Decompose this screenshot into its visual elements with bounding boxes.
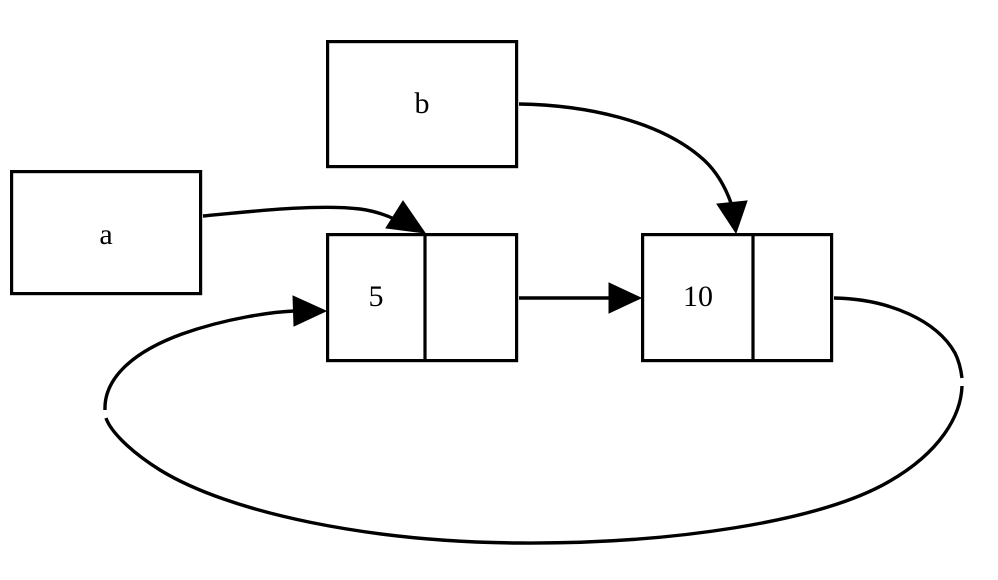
edge-a-to-node5 — [202, 200, 427, 234]
node-node10-value-label: 10 — [683, 280, 713, 313]
edge-node10-to-node5 — [103, 295, 964, 545]
node-b-box[interactable] — [326, 39, 519, 169]
edge-node10-to-node5-path-lower — [104, 385, 964, 545]
edge-b-to-node10-path — [518, 102, 733, 204]
edge-node10-to-node5-arrowhead — [292, 295, 328, 327]
edge-node10-to-node5-path-upper-right — [833, 296, 964, 379]
edge-node10-to-node5-path-upper-left — [103, 309, 295, 411]
edge-b-to-node10 — [518, 102, 748, 235]
node-b[interactable]: b — [326, 39, 519, 169]
edge-a-to-node5-path — [202, 205, 410, 229]
node-node10[interactable]: 10 — [640, 233, 834, 363]
node-node5-value-label: 5 — [369, 280, 384, 313]
node-b-label: b — [415, 87, 430, 120]
node-node5-box[interactable] — [326, 233, 519, 363]
node-node5[interactable]: 5 — [326, 233, 519, 363]
edge-node5-to-node10 — [519, 282, 643, 314]
edge-b-to-node10-arrowhead — [716, 200, 748, 235]
node-a-box[interactable] — [10, 170, 203, 296]
edge-a-to-node5-arrowhead — [385, 200, 427, 234]
node-a[interactable]: a — [10, 170, 203, 296]
edge-node5-to-node10-arrowhead — [608, 282, 643, 314]
node-a-label: a — [99, 218, 112, 251]
node-node10-box[interactable] — [640, 233, 834, 363]
